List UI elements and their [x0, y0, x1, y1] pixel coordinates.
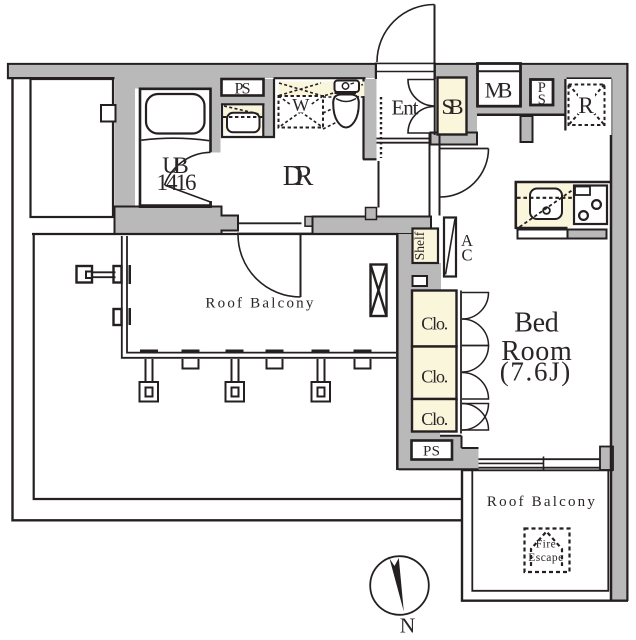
svg-text:Bed: Bed — [514, 308, 559, 339]
svg-text:N: N — [400, 614, 416, 638]
svg-text:Escape: Escape — [528, 552, 564, 564]
svg-text:Clo.: Clo. — [421, 367, 448, 387]
svg-text:Clo.: Clo. — [421, 409, 448, 429]
svg-text:SB: SB — [442, 94, 464, 119]
svg-text:Roof Balcony: Roof Balcony — [487, 494, 597, 510]
svg-text:A: A — [461, 231, 473, 250]
svg-text:UB: UB — [162, 153, 189, 178]
svg-text:S: S — [538, 92, 546, 108]
svg-text:Fire: Fire — [536, 539, 557, 551]
svg-text:Shelf: Shelf — [412, 231, 427, 260]
svg-text:R: R — [578, 93, 594, 118]
svg-text:MB: MB — [485, 78, 513, 103]
svg-text:P: P — [538, 80, 546, 96]
svg-text:C: C — [461, 246, 472, 265]
svg-text:DR: DR — [283, 161, 314, 192]
svg-text:Clo.: Clo. — [421, 314, 448, 334]
svg-text:PS: PS — [235, 81, 251, 98]
svg-text:Ent: Ent — [392, 96, 419, 120]
svg-text:Roof Balcony: Roof Balcony — [205, 296, 315, 312]
svg-text:PS: PS — [423, 444, 440, 460]
svg-text:(7.6J): (7.6J) — [500, 357, 571, 387]
svg-text:Room: Room — [501, 336, 572, 367]
svg-text:W: W — [292, 95, 309, 115]
svg-text:1416: 1416 — [157, 170, 197, 195]
